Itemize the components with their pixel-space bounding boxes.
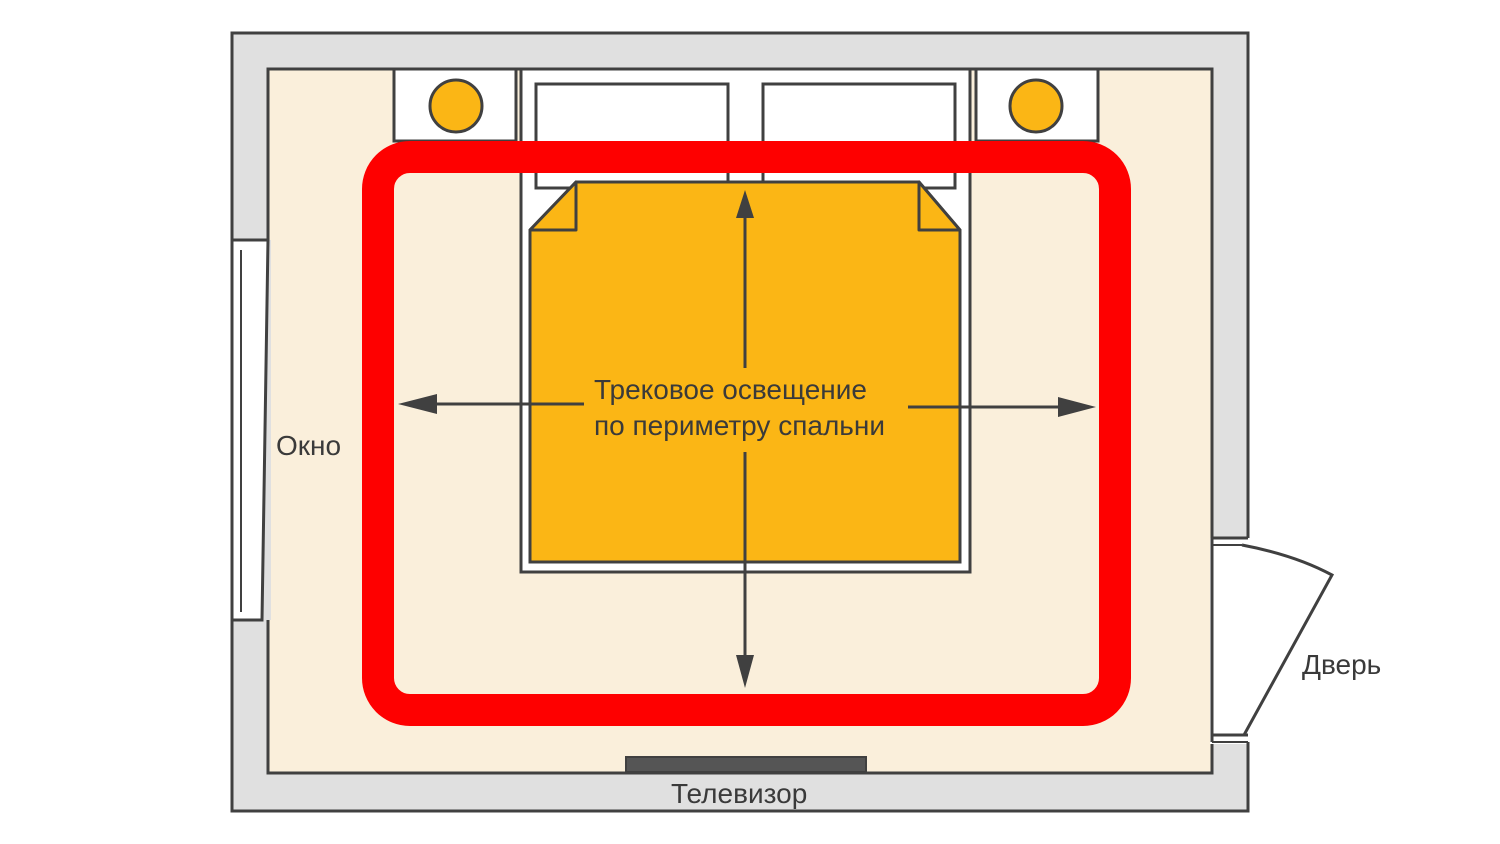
- window-label: Окно: [276, 430, 342, 461]
- lamp-circle-icon: [428, 78, 484, 134]
- track-label-line2: по периметру спальни: [594, 410, 885, 441]
- door-label: Дверь: [1302, 649, 1382, 680]
- door: [1210, 33, 1335, 811]
- tv-unit: [625, 756, 867, 773]
- lamp-circle-icon: [1008, 78, 1064, 134]
- track-lighting-label: Трековое освещение по периметру спальни: [594, 372, 885, 444]
- tv-label: Телевизор: [671, 778, 808, 809]
- track-lighting-loop: [362, 141, 1131, 726]
- arrow-icon: [398, 190, 1096, 688]
- window: [230, 238, 271, 622]
- blanket-fold-right: [917, 180, 962, 232]
- blanket-fold-left: [528, 180, 578, 232]
- door-leaf: [1241, 543, 1335, 736]
- track-label-line1: Трековое освещение: [594, 374, 867, 405]
